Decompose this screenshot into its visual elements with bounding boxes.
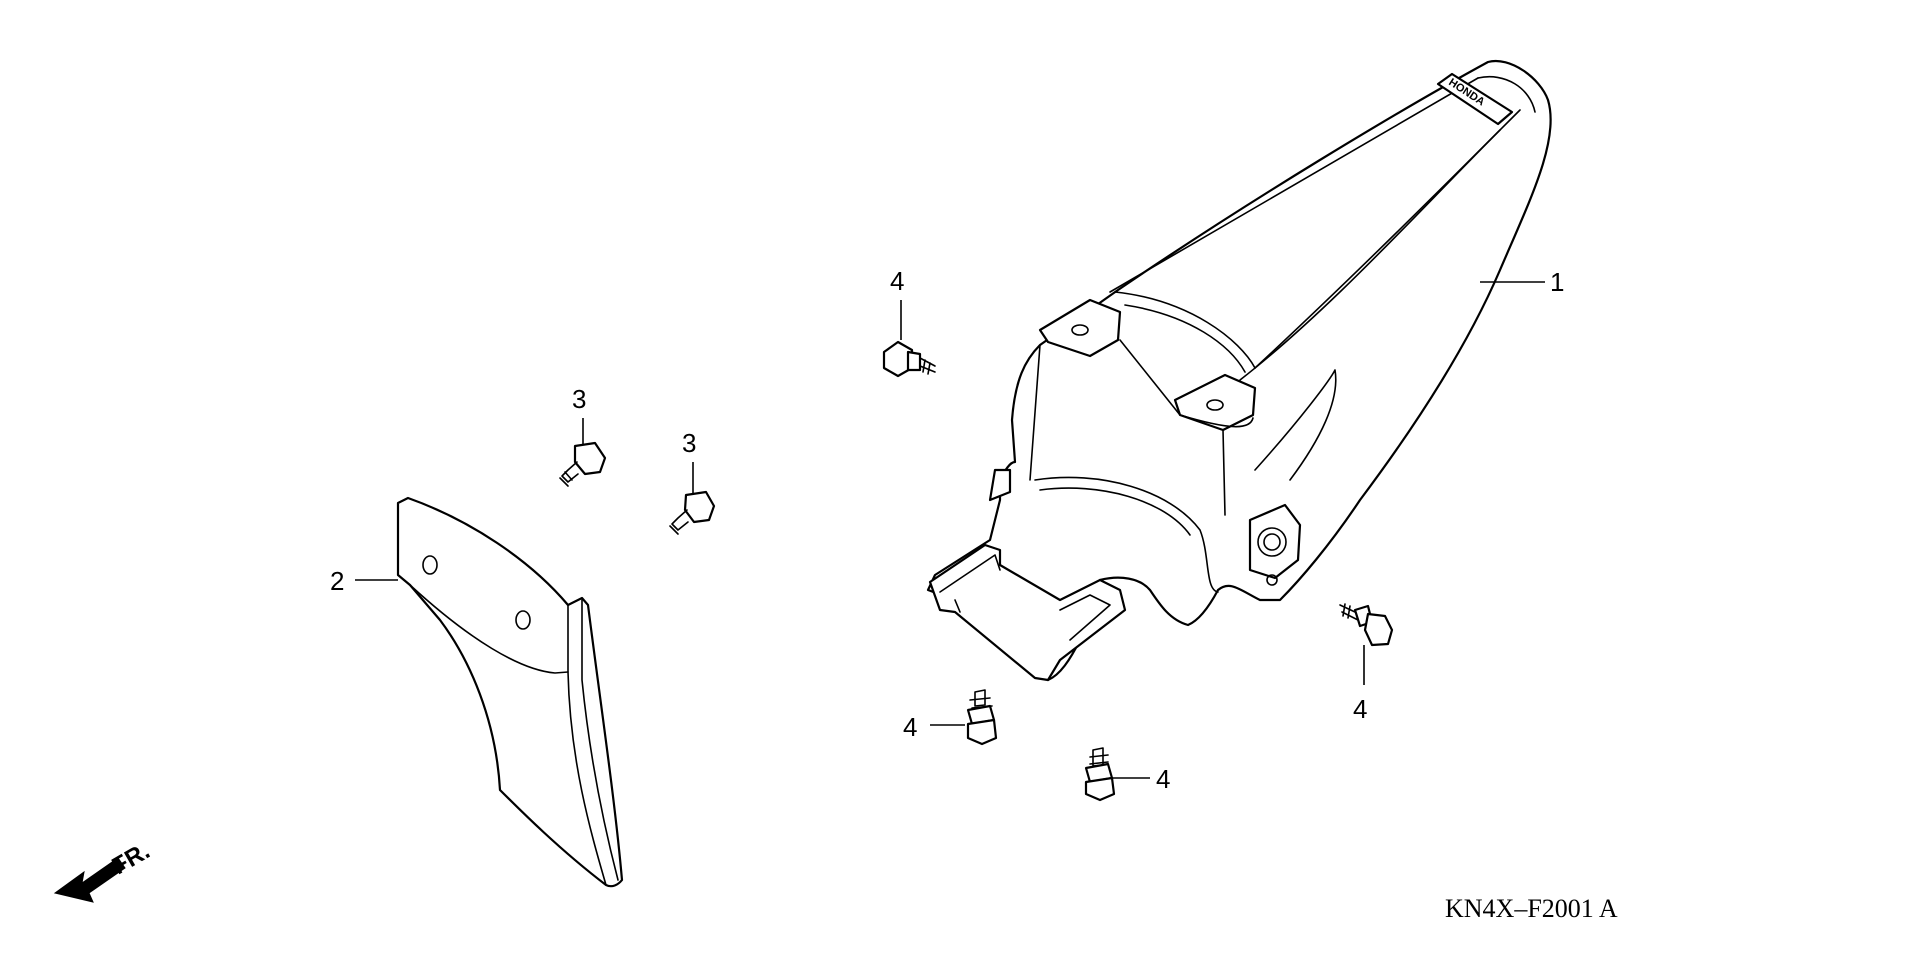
front-direction-arrow: FR. xyxy=(53,837,154,903)
arrow-icon xyxy=(53,857,126,903)
bolt-4a: 4 xyxy=(882,266,936,378)
bolt-4c: 4 xyxy=(903,689,998,746)
bolt-4d: 4 xyxy=(1084,747,1170,802)
callout-4c: 4 xyxy=(903,712,917,742)
callout-1: 1 xyxy=(1550,267,1564,297)
rear-fender: HONDA 1 xyxy=(926,59,1564,682)
callout-2: 2 xyxy=(330,566,344,596)
bolt-3b: 3 xyxy=(669,428,716,535)
callout-3b: 3 xyxy=(682,428,696,458)
callout-4a: 4 xyxy=(890,266,904,296)
bolt-4b: 4 xyxy=(1339,603,1394,724)
mud-guard: 2 xyxy=(330,496,624,888)
bolt-3a: 3 xyxy=(559,384,607,487)
callout-4b: 4 xyxy=(1353,694,1367,724)
callout-4d: 4 xyxy=(1156,764,1170,794)
callout-3a: 3 xyxy=(572,384,586,414)
diagram-code: KN4X–F2001 A xyxy=(1445,894,1618,923)
